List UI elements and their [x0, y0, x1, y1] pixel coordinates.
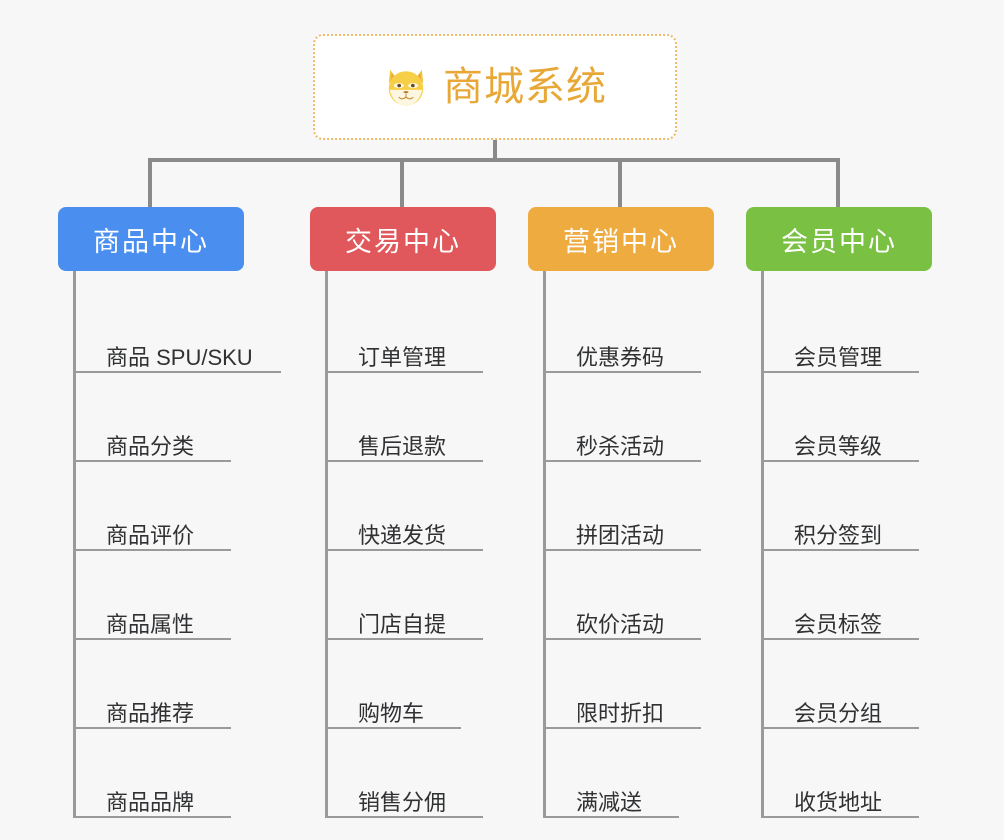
- leaf-item-label: 商品分类: [106, 433, 195, 459]
- leaf-item-label: 快递发货: [358, 522, 447, 548]
- leaf-item[interactable]: 会员分组: [764, 640, 946, 729]
- leaf-item-label: 秒杀活动: [576, 433, 665, 459]
- leaf-list-member-center: 会员管理会员等级积分签到会员标签会员分组收货地址: [761, 271, 946, 818]
- leaf-list-marketing-center: 优惠券码秒杀活动拼团活动砍价活动限时折扣满减送: [543, 271, 728, 818]
- leaf-item-label: 商品品牌: [106, 789, 195, 815]
- leaf-item-underline: [328, 460, 483, 462]
- connector-horizontal-bus: [148, 158, 840, 162]
- leaf-item-underline: [546, 816, 679, 818]
- category-header-member-center[interactable]: 会员中心: [746, 207, 932, 271]
- leaf-item-label: 订单管理: [358, 344, 447, 370]
- leaf-item-underline: [76, 549, 231, 551]
- leaf-item-underline: [764, 549, 919, 551]
- leaf-item-underline: [328, 549, 483, 551]
- category-header-label: 商品中心: [93, 226, 209, 257]
- leaf-item-label: 积分签到: [794, 522, 883, 548]
- leaf-item[interactable]: 会员标签: [764, 551, 946, 640]
- connector-drop-1: [148, 158, 152, 208]
- leaf-item[interactable]: 快递发货: [328, 462, 510, 551]
- category-header-marketing-center[interactable]: 营销中心: [528, 207, 714, 271]
- leaf-item-underline: [328, 638, 483, 640]
- category-column-member-center: 会员中心会员管理会员等级积分签到会员标签会员分组收货地址: [746, 207, 946, 818]
- leaf-item[interactable]: 购物车: [328, 640, 510, 729]
- leaf-item-label: 会员标签: [794, 611, 883, 637]
- leaf-item-label: 商品 SPU/SKU: [106, 344, 253, 370]
- root-title: 商城系统: [443, 65, 607, 109]
- connector-drop-4: [836, 158, 840, 208]
- leaf-item[interactable]: 商品属性: [76, 551, 258, 640]
- leaf-item[interactable]: 门店自提: [328, 551, 510, 640]
- leaf-item-underline: [76, 638, 231, 640]
- leaf-item[interactable]: 售后退款: [328, 373, 510, 462]
- leaf-item-label: 购物车: [358, 700, 425, 726]
- connector-root-stem: [493, 140, 497, 162]
- leaf-item[interactable]: 秒杀活动: [546, 373, 728, 462]
- leaf-item-underline: [764, 371, 919, 373]
- leaf-item-label: 商品推荐: [106, 700, 195, 726]
- leaf-item-label: 收货地址: [794, 789, 883, 815]
- leaf-item[interactable]: 优惠券码: [546, 284, 728, 373]
- leaf-item-underline: [764, 638, 919, 640]
- leaf-item-underline: [76, 816, 231, 818]
- leaf-item[interactable]: 砍价活动: [546, 551, 728, 640]
- leaf-item[interactable]: 拼团活动: [546, 462, 728, 551]
- category-header-label: 交易中心: [345, 226, 461, 257]
- category-column-trade-center: 交易中心订单管理售后退款快递发货门店自提购物车销售分佣: [310, 207, 510, 818]
- connector-drop-3: [618, 158, 622, 208]
- leaf-item-underline: [546, 549, 701, 551]
- category-column-marketing-center: 营销中心优惠券码秒杀活动拼团活动砍价活动限时折扣满减送: [528, 207, 728, 818]
- leaf-item[interactable]: 会员管理: [764, 284, 946, 373]
- leaf-item-underline: [546, 638, 701, 640]
- leaf-item[interactable]: 收货地址: [764, 729, 946, 818]
- leaf-item-underline: [764, 816, 919, 818]
- leaf-item[interactable]: 积分签到: [764, 462, 946, 551]
- leaf-item[interactable]: 商品 SPU/SKU: [76, 284, 281, 373]
- leaf-item[interactable]: 订单管理: [328, 284, 510, 373]
- leaf-item[interactable]: 商品分类: [76, 373, 258, 462]
- leaf-item[interactable]: 商品推荐: [76, 640, 258, 729]
- connector-drop-2: [400, 158, 404, 208]
- leaf-list-product-center: 商品 SPU/SKU 商品分类商品评价商品属性商品推荐商品品牌: [73, 271, 281, 818]
- leaf-item-label: 商品评价: [106, 522, 195, 548]
- leaf-item-label: 满减送: [576, 789, 643, 815]
- leaf-item-underline: [76, 727, 231, 729]
- dog-face-icon: [388, 69, 424, 106]
- category-column-product-center: 商品中心商品 SPU/SKU 商品分类商品评价商品属性商品推荐商品品牌: [58, 207, 281, 818]
- leaf-item-label: 优惠券码: [576, 344, 665, 370]
- leaf-item-underline: [76, 460, 231, 462]
- leaf-item[interactable]: 销售分佣: [328, 729, 510, 818]
- leaf-item[interactable]: 会员等级: [764, 373, 946, 462]
- leaf-item-label: 会员等级: [794, 433, 883, 459]
- leaf-item-label: 商品属性: [106, 611, 195, 637]
- leaf-item-underline: [328, 727, 461, 729]
- leaf-item-label: 拼团活动: [576, 522, 665, 548]
- category-header-trade-center[interactable]: 交易中心: [310, 207, 496, 271]
- leaf-item-underline: [764, 460, 919, 462]
- leaf-list-trade-center: 订单管理售后退款快递发货门店自提购物车销售分佣: [325, 271, 510, 818]
- category-header-label: 会员中心: [781, 226, 897, 257]
- leaf-item-underline: [546, 371, 701, 373]
- leaf-item[interactable]: 限时折扣: [546, 640, 728, 729]
- leaf-item-underline: [546, 460, 701, 462]
- leaf-item-underline: [764, 727, 919, 729]
- leaf-item-underline: [76, 371, 281, 373]
- leaf-item[interactable]: 满减送: [546, 729, 728, 818]
- category-header-label: 营销中心: [563, 226, 679, 257]
- leaf-item-underline: [328, 816, 483, 818]
- root-node[interactable]: 商城系统: [313, 34, 677, 140]
- leaf-item[interactable]: 商品评价: [76, 462, 258, 551]
- leaf-item-label: 砍价活动: [576, 611, 665, 637]
- leaf-item-label: 销售分佣: [358, 789, 447, 815]
- leaf-item-label: 门店自提: [358, 611, 447, 637]
- leaf-item-label: 限时折扣: [576, 700, 665, 726]
- leaf-item-label: 售后退款: [358, 433, 447, 459]
- leaf-item-label: 会员管理: [794, 344, 883, 370]
- leaf-item-underline: [328, 371, 483, 373]
- category-header-product-center[interactable]: 商品中心: [58, 207, 244, 271]
- leaf-item-label: 会员分组: [794, 700, 883, 726]
- leaf-item-underline: [546, 727, 701, 729]
- leaf-item[interactable]: 商品品牌: [76, 729, 258, 818]
